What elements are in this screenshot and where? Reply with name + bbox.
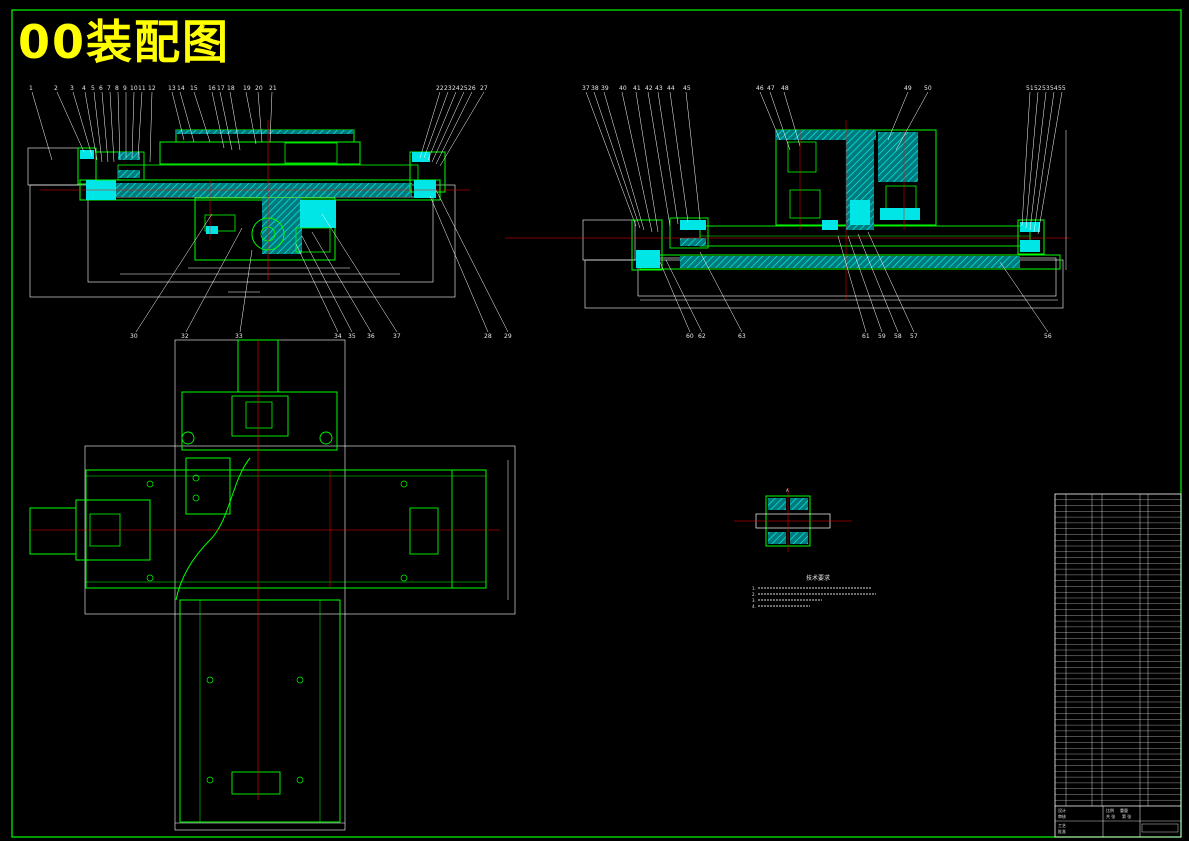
callout-29: 29 bbox=[504, 333, 512, 340]
callout-r59: 59 bbox=[878, 333, 886, 340]
tech-note-2: 2. bbox=[752, 592, 756, 597]
callout-r57: 57 bbox=[910, 333, 918, 340]
callout-20: 20 bbox=[255, 85, 263, 92]
callout-17: 17 bbox=[217, 85, 225, 92]
callout-r47: 47 bbox=[767, 85, 775, 92]
tb-label-review: 审核 bbox=[1058, 813, 1066, 819]
tech-notes-title: 技术要求 bbox=[806, 574, 830, 582]
callout-26: 26 bbox=[468, 85, 476, 92]
callout-r55: 55 bbox=[1058, 85, 1066, 92]
technical-notes: 技术要求 1. 2. 3. 4. bbox=[752, 574, 876, 609]
callout-10: 10 bbox=[130, 85, 138, 92]
callout-6: 6 bbox=[99, 85, 103, 92]
callout-r43: 43 bbox=[655, 85, 663, 92]
callout-r44: 44 bbox=[667, 85, 675, 92]
callout-13: 13 bbox=[168, 85, 176, 92]
callout-4: 4 bbox=[82, 85, 86, 92]
callout-r42: 42 bbox=[645, 85, 653, 92]
callout-r61: 61 bbox=[862, 333, 870, 340]
tb-label-approve: 批准 bbox=[1058, 828, 1066, 834]
callout-33: 33 bbox=[235, 333, 243, 340]
callout-1: 1 bbox=[29, 85, 33, 92]
callout-15: 15 bbox=[190, 85, 198, 92]
detail-view-a: A bbox=[734, 488, 852, 552]
callout-r54: 54 bbox=[1050, 85, 1058, 92]
callout-34: 34 bbox=[334, 333, 342, 340]
callout-9: 9 bbox=[123, 85, 127, 92]
tech-note-3: 3. bbox=[752, 598, 756, 603]
callout-r41: 41 bbox=[633, 85, 641, 92]
plan-view bbox=[29, 339, 516, 831]
callout-r53: 53 bbox=[1042, 85, 1050, 92]
callout-r63: 63 bbox=[738, 333, 746, 340]
callout-14: 14 bbox=[177, 85, 185, 92]
callout-25: 25 bbox=[460, 85, 468, 92]
callout-35: 35 bbox=[348, 333, 356, 340]
callout-12: 12 bbox=[148, 85, 156, 92]
tb-label-sheets: 共 张 bbox=[1106, 813, 1115, 819]
callout-23: 23 bbox=[444, 85, 452, 92]
tech-note-4: 4. bbox=[752, 604, 756, 609]
callout-r38: 38 bbox=[591, 85, 599, 92]
callout-11: 11 bbox=[138, 85, 146, 92]
callout-r60: 60 bbox=[686, 333, 694, 340]
callout-2: 2 bbox=[54, 85, 58, 92]
tech-note-1: 1. bbox=[752, 586, 756, 591]
callout-r51: 51 bbox=[1026, 85, 1034, 92]
callout-37: 37 bbox=[393, 333, 401, 340]
callout-24: 24 bbox=[452, 85, 460, 92]
callout-36: 36 bbox=[367, 333, 375, 340]
top-right-section-view: 37 38 39 40 41 42 43 44 45 46 47 48 49 5… bbox=[505, 85, 1070, 340]
callout-7: 7 bbox=[107, 85, 111, 92]
detail-view-label: A bbox=[786, 488, 789, 493]
callout-32: 32 bbox=[181, 333, 189, 340]
callout-22: 22 bbox=[436, 85, 444, 92]
callout-r45: 45 bbox=[683, 85, 691, 92]
callout-r46: 46 bbox=[756, 85, 764, 92]
tb-label-scale: 比例 bbox=[1106, 807, 1114, 813]
callout-27: 27 bbox=[480, 85, 488, 92]
tb-label-process: 工艺 bbox=[1058, 823, 1066, 828]
callout-28: 28 bbox=[484, 333, 492, 340]
callout-r56: 56 bbox=[1044, 333, 1052, 340]
callout-3: 3 bbox=[70, 85, 74, 92]
title-block: 设计 审核 工艺 批准 比例 重量 共 张 第 张 bbox=[1054, 493, 1182, 838]
callout-8: 8 bbox=[115, 85, 119, 92]
callout-r37: 37 bbox=[582, 85, 590, 92]
drawing-border bbox=[11, 9, 1182, 838]
tb-label-sheet-no: 第 张 bbox=[1122, 813, 1131, 819]
callout-r48: 48 bbox=[781, 85, 789, 92]
callout-r40: 40 bbox=[619, 85, 627, 92]
callout-21: 21 bbox=[269, 85, 277, 92]
callout-16: 16 bbox=[208, 85, 216, 92]
callout-r62: 62 bbox=[698, 333, 706, 340]
callout-19: 19 bbox=[243, 85, 251, 92]
callout-r39: 39 bbox=[601, 85, 609, 92]
callout-30: 30 bbox=[130, 333, 138, 340]
tb-label-weight: 重量 bbox=[1120, 807, 1128, 813]
top-left-section-view: 1 2 3 4 5 6 7 8 9 10 11 12 13 14 15 16 1… bbox=[27, 85, 512, 340]
callout-18: 18 bbox=[227, 85, 235, 92]
callout-r49: 49 bbox=[904, 85, 912, 92]
callout-r52: 52 bbox=[1034, 85, 1042, 92]
callout-r50: 50 bbox=[924, 85, 932, 92]
tb-label-design: 设计 bbox=[1058, 807, 1066, 813]
callout-5: 5 bbox=[91, 85, 95, 92]
drawing-title: 00装配图 bbox=[18, 15, 231, 69]
callout-r58: 58 bbox=[894, 333, 902, 340]
